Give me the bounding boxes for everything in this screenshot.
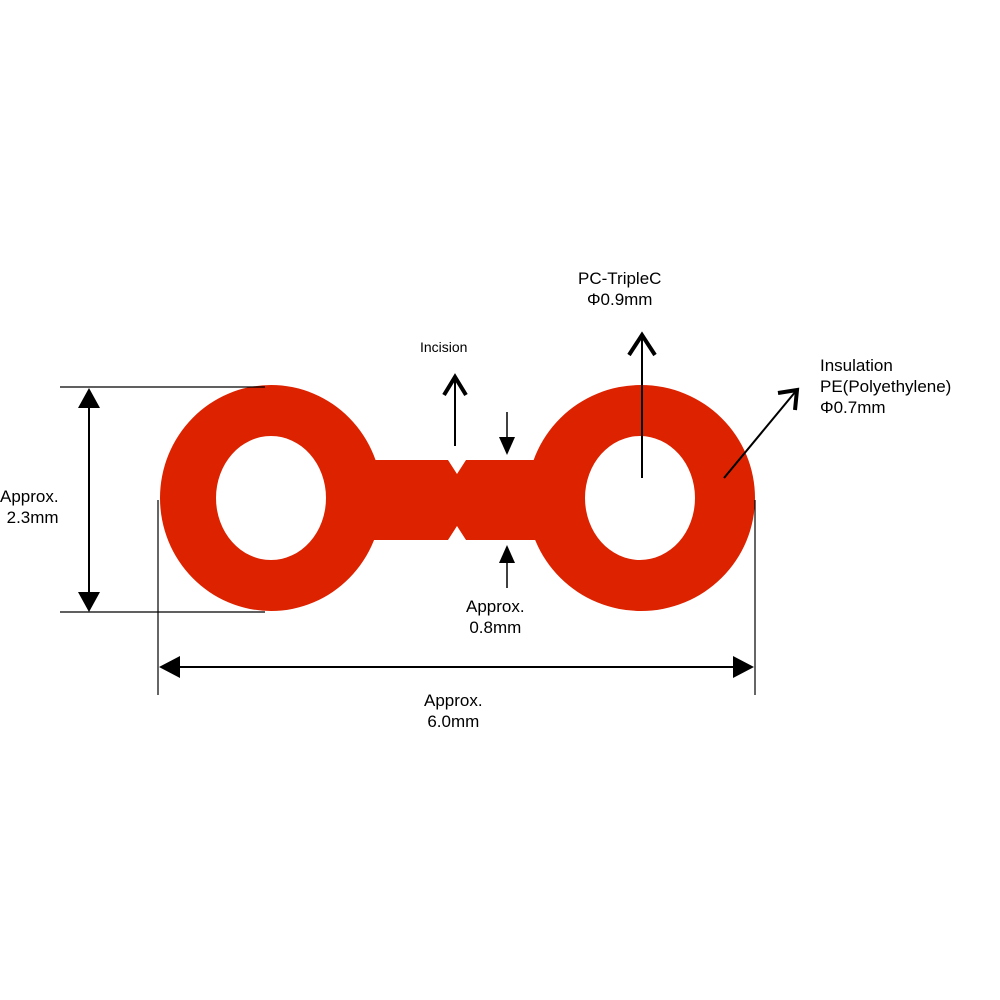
conductor-label: PC-TripleC Φ0.9mm xyxy=(578,268,661,310)
dimension-lines xyxy=(60,386,756,695)
left-conductor-insulation xyxy=(160,385,382,611)
height-dimension-arrow xyxy=(78,388,100,612)
conductor-arrow xyxy=(627,331,657,478)
bridge-label-line1: Approx. xyxy=(466,597,525,616)
incision-arrow xyxy=(442,373,468,446)
cable-shape xyxy=(160,385,755,611)
bridge-label: Approx. 0.8mm xyxy=(466,596,525,638)
insulation-material: PE(Polyethylene) xyxy=(820,377,952,396)
width-label: Approx. 6.0mm xyxy=(424,690,483,732)
bridge-thickness-arrows xyxy=(499,412,515,588)
height-label-line2: 2.3mm xyxy=(6,508,59,527)
bridge-label-line2: 0.8mm xyxy=(469,618,522,637)
insulation-arrow xyxy=(723,387,800,479)
width-dimension-arrow xyxy=(159,656,754,678)
insulation-title: Insulation xyxy=(820,356,893,375)
right-conductor-insulation xyxy=(527,385,755,611)
width-label-line2: 6.0mm xyxy=(427,712,480,731)
height-label-line1: Approx. xyxy=(0,487,59,506)
conductor-name: PC-TripleC xyxy=(578,269,662,288)
insulation-diameter: Φ0.7mm xyxy=(820,398,886,417)
height-label: Approx. 2.3mm xyxy=(0,486,59,528)
insulation-label: Insulation PE(Polyethylene) Φ0.7mm xyxy=(820,355,951,418)
incision-label: Incision xyxy=(420,339,468,355)
conductor-diameter: Φ0.9mm xyxy=(586,290,653,309)
bridge-web xyxy=(370,460,550,540)
width-label-line1: Approx. xyxy=(424,691,483,710)
